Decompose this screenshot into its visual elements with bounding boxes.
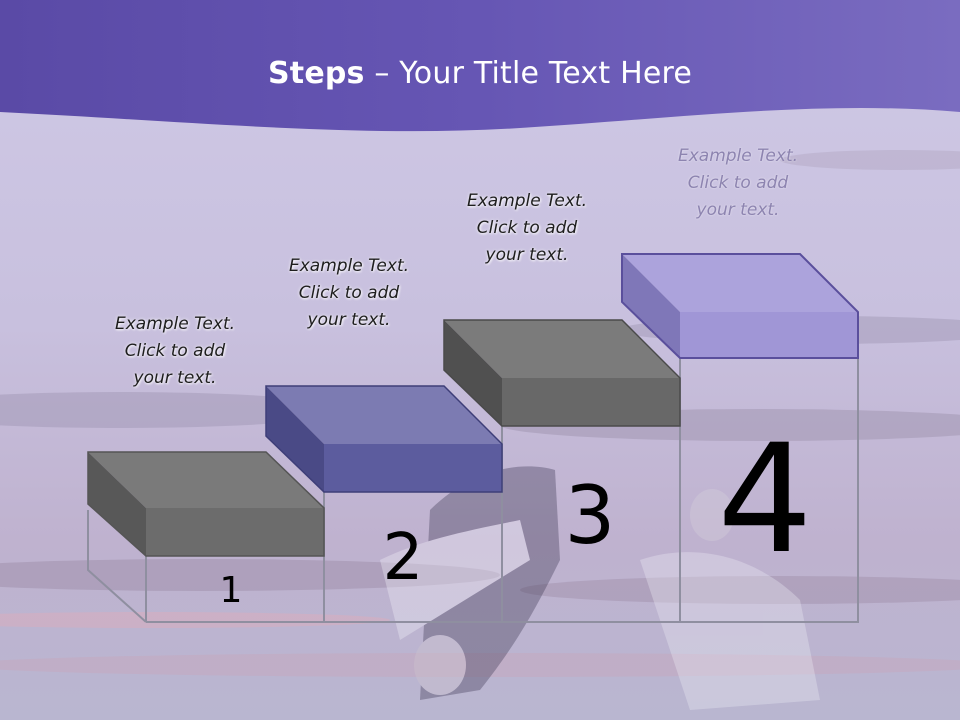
caption-line: your text. bbox=[307, 310, 391, 330]
step-3-block[interactable] bbox=[443, 319, 681, 427]
step-2-number: 2 bbox=[382, 521, 424, 595]
step-2-caption[interactable]: Example Text. Click to add your text. bbox=[249, 253, 449, 334]
caption-line: Example Text. bbox=[288, 256, 410, 276]
caption-line: Click to add bbox=[124, 341, 226, 361]
title-rest: – Your Title Text Here bbox=[364, 56, 693, 91]
header-band bbox=[0, 0, 960, 132]
step-4-caption[interactable]: Example Text. Click to add your text. bbox=[638, 143, 838, 224]
caption-line: Click to add bbox=[476, 218, 578, 238]
step-3-number: 3 bbox=[564, 469, 616, 562]
step-2-block[interactable] bbox=[265, 385, 503, 493]
caption-line: Click to add bbox=[687, 173, 789, 193]
caption-line: your text. bbox=[133, 368, 217, 388]
step-4-number: 4 bbox=[717, 413, 813, 587]
step-4-block[interactable] bbox=[621, 253, 859, 359]
figures-silhouette bbox=[380, 466, 820, 710]
step-1-caption[interactable]: Example Text. Click to add your text. bbox=[75, 311, 275, 392]
caption-line: Example Text. bbox=[114, 314, 236, 334]
step-1-block[interactable] bbox=[87, 451, 325, 557]
step-3-caption[interactable]: Example Text. Click to add your text. bbox=[427, 188, 627, 269]
caption-line: Click to add bbox=[298, 283, 400, 303]
title-bold: Steps bbox=[267, 56, 365, 91]
step-1-number: 1 bbox=[219, 570, 243, 611]
slide-title[interactable]: Steps – Your Title Text Here bbox=[0, 56, 960, 91]
caption-line: your text. bbox=[696, 200, 780, 220]
caption-line: your text. bbox=[485, 245, 569, 265]
caption-line: Example Text. bbox=[677, 146, 799, 166]
caption-line: Example Text. bbox=[466, 191, 588, 211]
